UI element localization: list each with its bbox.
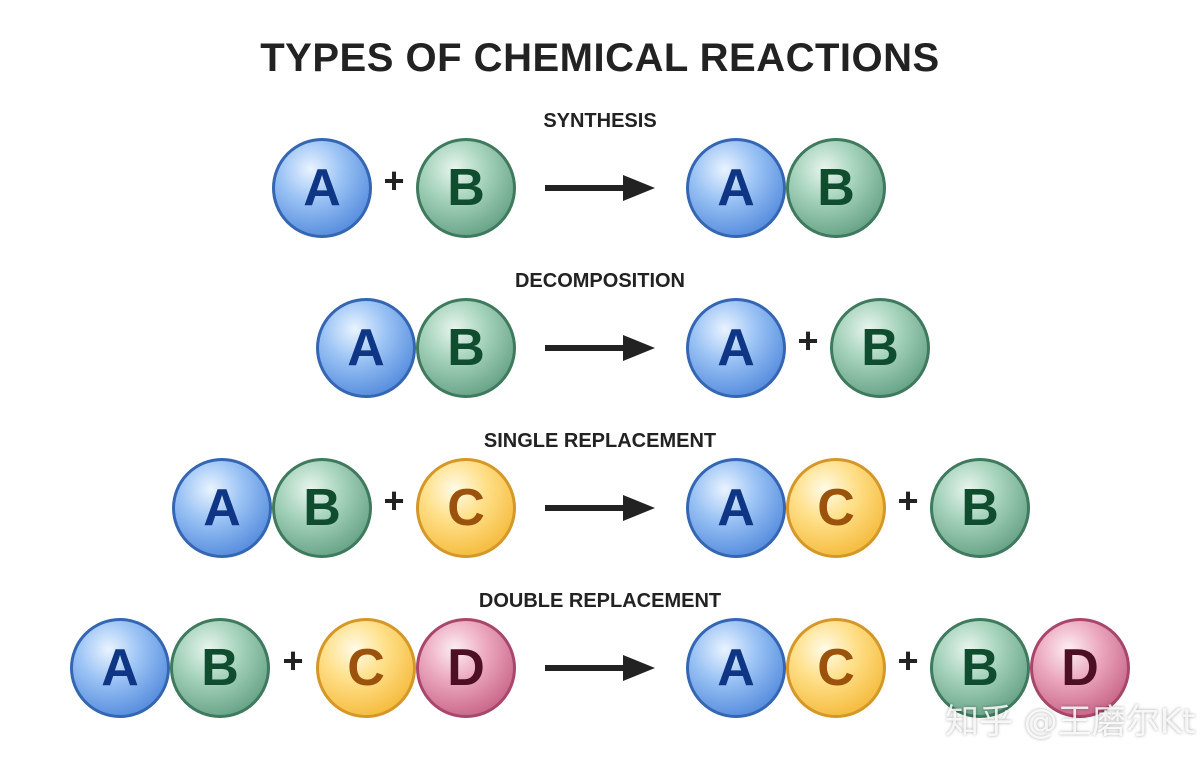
atom-d: D (416, 618, 516, 718)
plus-icon: + (383, 480, 405, 521)
atom-a: A (272, 138, 372, 238)
section-title-double-replacement: DOUBLE REPLACEMENT (478, 590, 722, 612)
page-title: TYPES OF CHEMICAL REACTIONS (260, 36, 940, 80)
atom-b: B (416, 298, 516, 398)
atom-b: B (170, 618, 270, 718)
section-title-single-replacement: SINGLE REPLACEMENT (483, 430, 717, 452)
atom-a: A (316, 298, 416, 398)
atom-a: A (70, 618, 170, 718)
plus-icon: + (897, 480, 919, 521)
atom-a: A (686, 138, 786, 238)
atom-b: B (416, 138, 516, 238)
atom-b: B (830, 298, 930, 398)
reaction-row-double-replacement: A B + C D A C + B D (0, 618, 1200, 722)
arrow-right-icon (545, 655, 655, 681)
arrow-right-icon (545, 495, 655, 521)
reaction-row-decomposition: A B A + B (0, 298, 1200, 402)
atom-a: A (172, 458, 272, 558)
atom-c: C (416, 458, 516, 558)
reaction-row-single-replacement: A B + C A C + B (0, 458, 1200, 562)
atom-b: B (930, 458, 1030, 558)
section-title-synthesis: SYNTHESIS (543, 110, 657, 132)
arrow-right-icon (545, 175, 655, 201)
plus-icon: + (897, 640, 919, 681)
atom-b: B (930, 618, 1030, 718)
atom-b: B (786, 138, 886, 238)
atom-c: C (786, 458, 886, 558)
atom-b: B (272, 458, 372, 558)
watermark: 知乎 @王磨尔Kt (945, 702, 1196, 742)
section-title-decomposition: DECOMPOSITION (514, 270, 685, 292)
atom-a: A (686, 618, 786, 718)
atom-c: C (786, 618, 886, 718)
arrow-right-icon (545, 335, 655, 361)
plus-icon: + (282, 640, 304, 681)
plus-icon: + (383, 160, 405, 201)
plus-icon: + (797, 320, 819, 361)
reaction-row-synthesis: A + B A B (0, 138, 1200, 242)
atom-c: C (316, 618, 416, 718)
atom-a: A (686, 458, 786, 558)
atom-d: D (1030, 618, 1130, 718)
atom-a: A (686, 298, 786, 398)
